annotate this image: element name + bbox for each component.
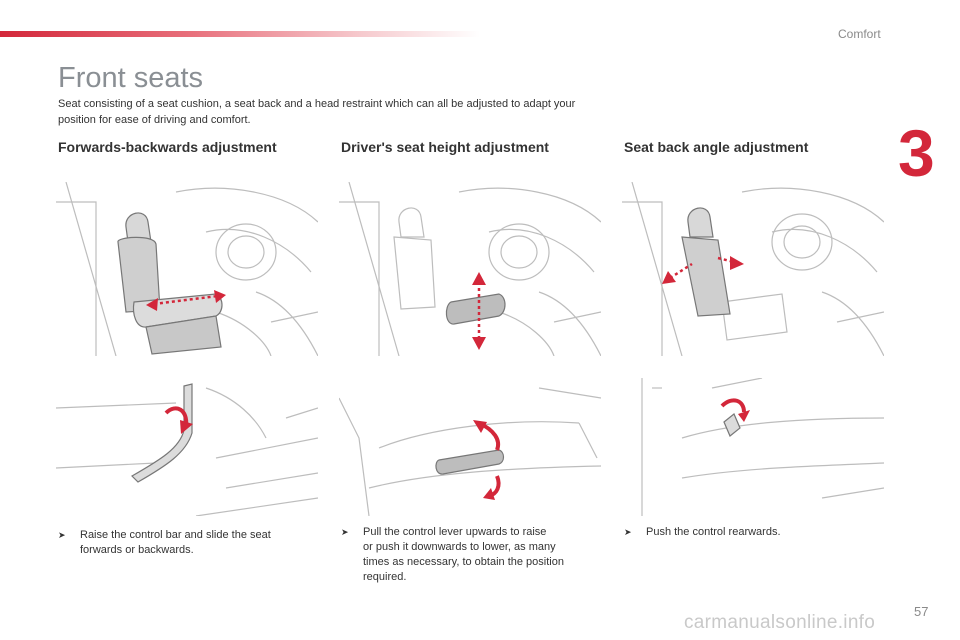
page-title: Front seats [58, 62, 204, 94]
instruction-forwards-backwards: ➤ Raise the control bar and slide the se… [58, 528, 310, 558]
seat-forwards-backwards-illustration [56, 182, 318, 356]
seat-back-angle-illustration [622, 182, 884, 356]
instruction-line: Push the control rearwards. [646, 526, 781, 538]
arrow-bullet-icon: ➤ [341, 527, 349, 537]
chapter-number: 3 [898, 116, 935, 190]
heading-seat-height: Driver's seat height adjustment [341, 139, 549, 155]
instruction-line: forwards or backwards. [80, 544, 194, 556]
section-name: Comfort [838, 27, 881, 41]
instruction-line: times as necessary, to obtain the positi… [363, 556, 564, 568]
arrow-bullet-icon: ➤ [58, 530, 66, 540]
back-angle-control-illustration [622, 378, 884, 516]
instruction-line: Pull the control lever upwards to raise [363, 526, 547, 538]
instruction-seat-height: ➤ Pull the control lever upwards to rais… [341, 525, 593, 585]
arrow-bullet-icon: ➤ [624, 527, 632, 537]
instruction-seat-back-angle: ➤ Push the control rearwards. [624, 525, 876, 540]
control-bar-illustration [56, 378, 318, 516]
watermark-text: carmanualsonline.info [684, 612, 876, 633]
instruction-line: required. [363, 571, 407, 583]
height-lever-illustration [339, 378, 601, 516]
instruction-line: Raise the control bar and slide the seat [80, 529, 271, 541]
heading-forwards-backwards: Forwards-backwards adjustment [58, 139, 277, 155]
instruction-line: or push it downwards to lower, as many [363, 541, 556, 553]
page-number: 57 [914, 604, 929, 619]
heading-seat-back-angle: Seat back angle adjustment [624, 139, 809, 155]
seat-height-illustration [339, 182, 601, 356]
header-accent-bar [0, 31, 480, 37]
intro-text: Seat consisting of a seat cushion, a sea… [58, 98, 576, 126]
